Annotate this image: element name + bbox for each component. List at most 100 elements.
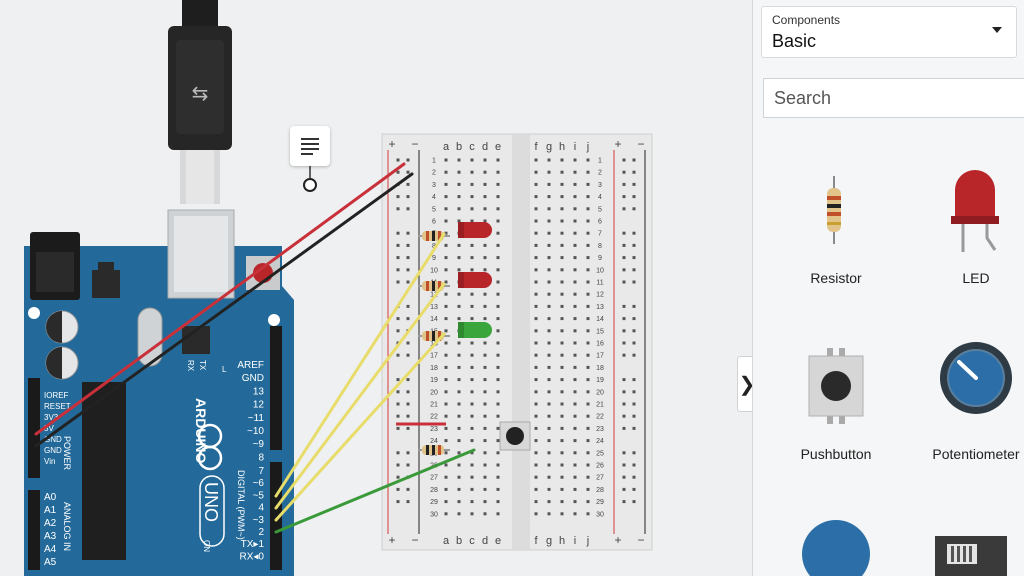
breadboard-hole[interactable] [534, 426, 538, 430]
breadboard-hole[interactable] [444, 463, 448, 467]
breadboard-hole[interactable] [560, 439, 564, 443]
breadboard-hole[interactable] [483, 414, 487, 418]
breadboard-hole[interactable] [457, 390, 461, 394]
breadboard-hole[interactable] [586, 353, 590, 357]
rail-hole[interactable] [396, 195, 400, 199]
breadboard-hole[interactable] [586, 402, 590, 406]
led-red-2[interactable] [458, 272, 492, 288]
rail-hole[interactable] [632, 304, 636, 308]
breadboard-hole[interactable] [586, 487, 590, 491]
breadboard-hole[interactable] [534, 463, 538, 467]
rail-hole[interactable] [632, 426, 636, 430]
breadboard-hole[interactable] [573, 317, 577, 321]
rail-hole[interactable] [622, 402, 626, 406]
breadboard-hole[interactable] [470, 268, 474, 272]
breadboard-hole[interactable] [547, 475, 551, 479]
breadboard-hole[interactable] [444, 426, 448, 430]
circuit-drawing[interactable]: ⇆ [0, 0, 748, 576]
rail-hole[interactable] [622, 353, 626, 357]
breadboard-hole[interactable] [534, 256, 538, 260]
breadboard-hole[interactable] [586, 426, 590, 430]
breadboard-hole[interactable] [534, 353, 538, 357]
rail-hole[interactable] [406, 390, 410, 394]
breadboard-hole[interactable] [457, 268, 461, 272]
breadboard-hole[interactable] [457, 365, 461, 369]
breadboard-hole[interactable] [573, 378, 577, 382]
breadboard-hole[interactable] [573, 512, 577, 516]
breadboard-hole[interactable] [534, 158, 538, 162]
breadboard-hole[interactable] [483, 207, 487, 211]
breadboard-hole[interactable] [483, 268, 487, 272]
breadboard-hole[interactable] [483, 304, 487, 308]
breadboard-hole[interactable] [444, 500, 448, 504]
breadboard-hole[interactable] [444, 341, 448, 345]
breadboard-hole[interactable] [457, 500, 461, 504]
rail-hole[interactable] [406, 451, 410, 455]
breadboard-hole[interactable] [496, 439, 500, 443]
breadboard-hole[interactable] [586, 268, 590, 272]
breadboard-hole[interactable] [547, 463, 551, 467]
breadboard-hole[interactable] [457, 426, 461, 430]
breadboard-hole[interactable] [534, 268, 538, 272]
rail-hole[interactable] [406, 463, 410, 467]
breadboard-hole[interactable] [470, 512, 474, 516]
breadboard-hole[interactable] [534, 231, 538, 235]
breadboard-hole[interactable] [547, 341, 551, 345]
breadboard-hole[interactable] [560, 170, 564, 174]
breadboard-hole[interactable] [444, 317, 448, 321]
breadboard-hole[interactable] [483, 475, 487, 479]
breadboard-hole[interactable] [547, 170, 551, 174]
breadboard-hole[interactable] [444, 207, 448, 211]
rail-hole[interactable] [396, 475, 400, 479]
rail-hole[interactable] [632, 231, 636, 235]
breadboard-hole[interactable] [470, 365, 474, 369]
rail-hole[interactable] [632, 182, 636, 186]
breadboard-hole[interactable] [496, 487, 500, 491]
breadboard-hole[interactable] [547, 390, 551, 394]
component-resistor[interactable]: Resistor [771, 160, 901, 320]
breadboard-hole[interactable] [457, 475, 461, 479]
breadboard-hole[interactable] [470, 402, 474, 406]
wire-yellow-2[interactable] [274, 282, 446, 510]
breadboard-hole[interactable] [444, 451, 448, 455]
rail-hole[interactable] [406, 280, 410, 284]
breadboard-hole[interactable] [483, 219, 487, 223]
breadboard-hole[interactable] [534, 207, 538, 211]
rail-hole[interactable] [622, 414, 626, 418]
breadboard-hole[interactable] [547, 231, 551, 235]
breadboard-hole[interactable] [534, 475, 538, 479]
rail-hole[interactable] [632, 268, 636, 272]
breadboard-hole[interactable] [496, 463, 500, 467]
breadboard-hole[interactable] [586, 329, 590, 333]
breadboard-hole[interactable] [573, 451, 577, 455]
breadboard-hole[interactable] [496, 170, 500, 174]
breadboard-hole[interactable] [444, 182, 448, 186]
component-potentiometer[interactable]: Potentiometer [911, 336, 1024, 496]
breadboard-hole[interactable] [444, 219, 448, 223]
breadboard-hole[interactable] [586, 219, 590, 223]
breadboard-hole[interactable] [457, 304, 461, 308]
rail-hole[interactable] [632, 341, 636, 345]
breadboard-hole[interactable] [457, 317, 461, 321]
rail-hole[interactable] [632, 317, 636, 321]
rail-hole[interactable] [632, 414, 636, 418]
breadboard-hole[interactable] [534, 487, 538, 491]
breadboard-hole[interactable] [457, 451, 461, 455]
rail-hole[interactable] [622, 256, 626, 260]
rail-hole[interactable] [622, 500, 626, 504]
breadboard-hole[interactable] [560, 231, 564, 235]
breadboard-hole[interactable] [573, 158, 577, 162]
resistor-4[interactable] [418, 445, 450, 455]
breadboard-hole[interactable] [444, 512, 448, 516]
breadboard-hole[interactable] [496, 402, 500, 406]
breadboard-hole[interactable] [483, 243, 487, 247]
breadboard-hole[interactable] [496, 304, 500, 308]
rail-hole[interactable] [396, 378, 400, 382]
breadboard-hole[interactable] [444, 243, 448, 247]
breadboard-hole[interactable] [483, 158, 487, 162]
breadboard-hole[interactable] [560, 256, 564, 260]
breadboard-hole[interactable] [470, 158, 474, 162]
breadboard-hole[interactable] [534, 317, 538, 321]
breadboard-hole[interactable] [470, 256, 474, 260]
breadboard-hole[interactable] [483, 390, 487, 394]
